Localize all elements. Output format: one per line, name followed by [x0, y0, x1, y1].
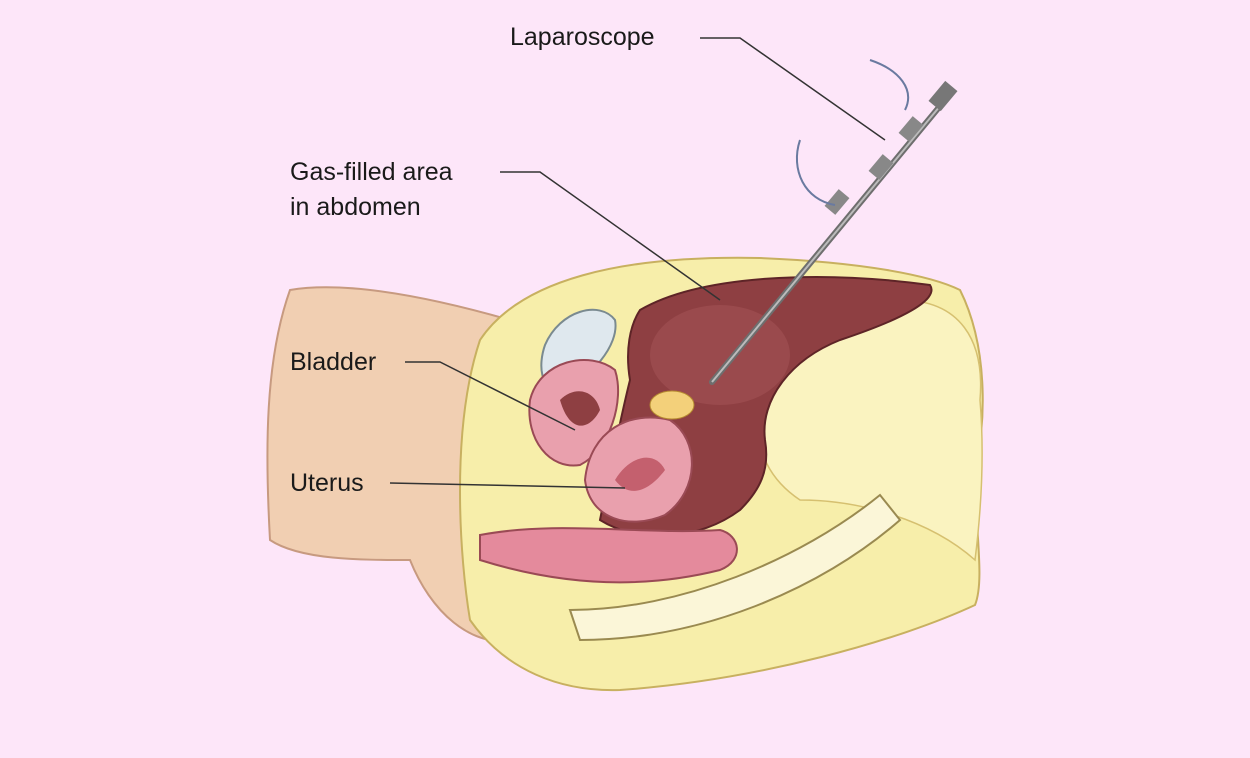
gas-filled-area-label: Gas-filled area — [290, 158, 453, 186]
laparoscope-label: Laparoscope — [510, 23, 655, 51]
spine — [568, 493, 902, 642]
gas-filled-area-label-line2: in abdomen — [290, 193, 421, 221]
gas-leader-line — [500, 171, 721, 301]
bladder-leader-line — [405, 361, 576, 431]
uterus-leader-line — [389, 482, 626, 489]
laparoscope-leader-line — [700, 37, 886, 141]
laparoscope-instrument — [709, 59, 958, 385]
bladder-label: Bladder — [290, 348, 377, 376]
skin-body — [266, 286, 522, 643]
rectum — [479, 527, 738, 584]
uterus-label: Uterus — [290, 469, 364, 497]
ovary — [649, 390, 695, 420]
